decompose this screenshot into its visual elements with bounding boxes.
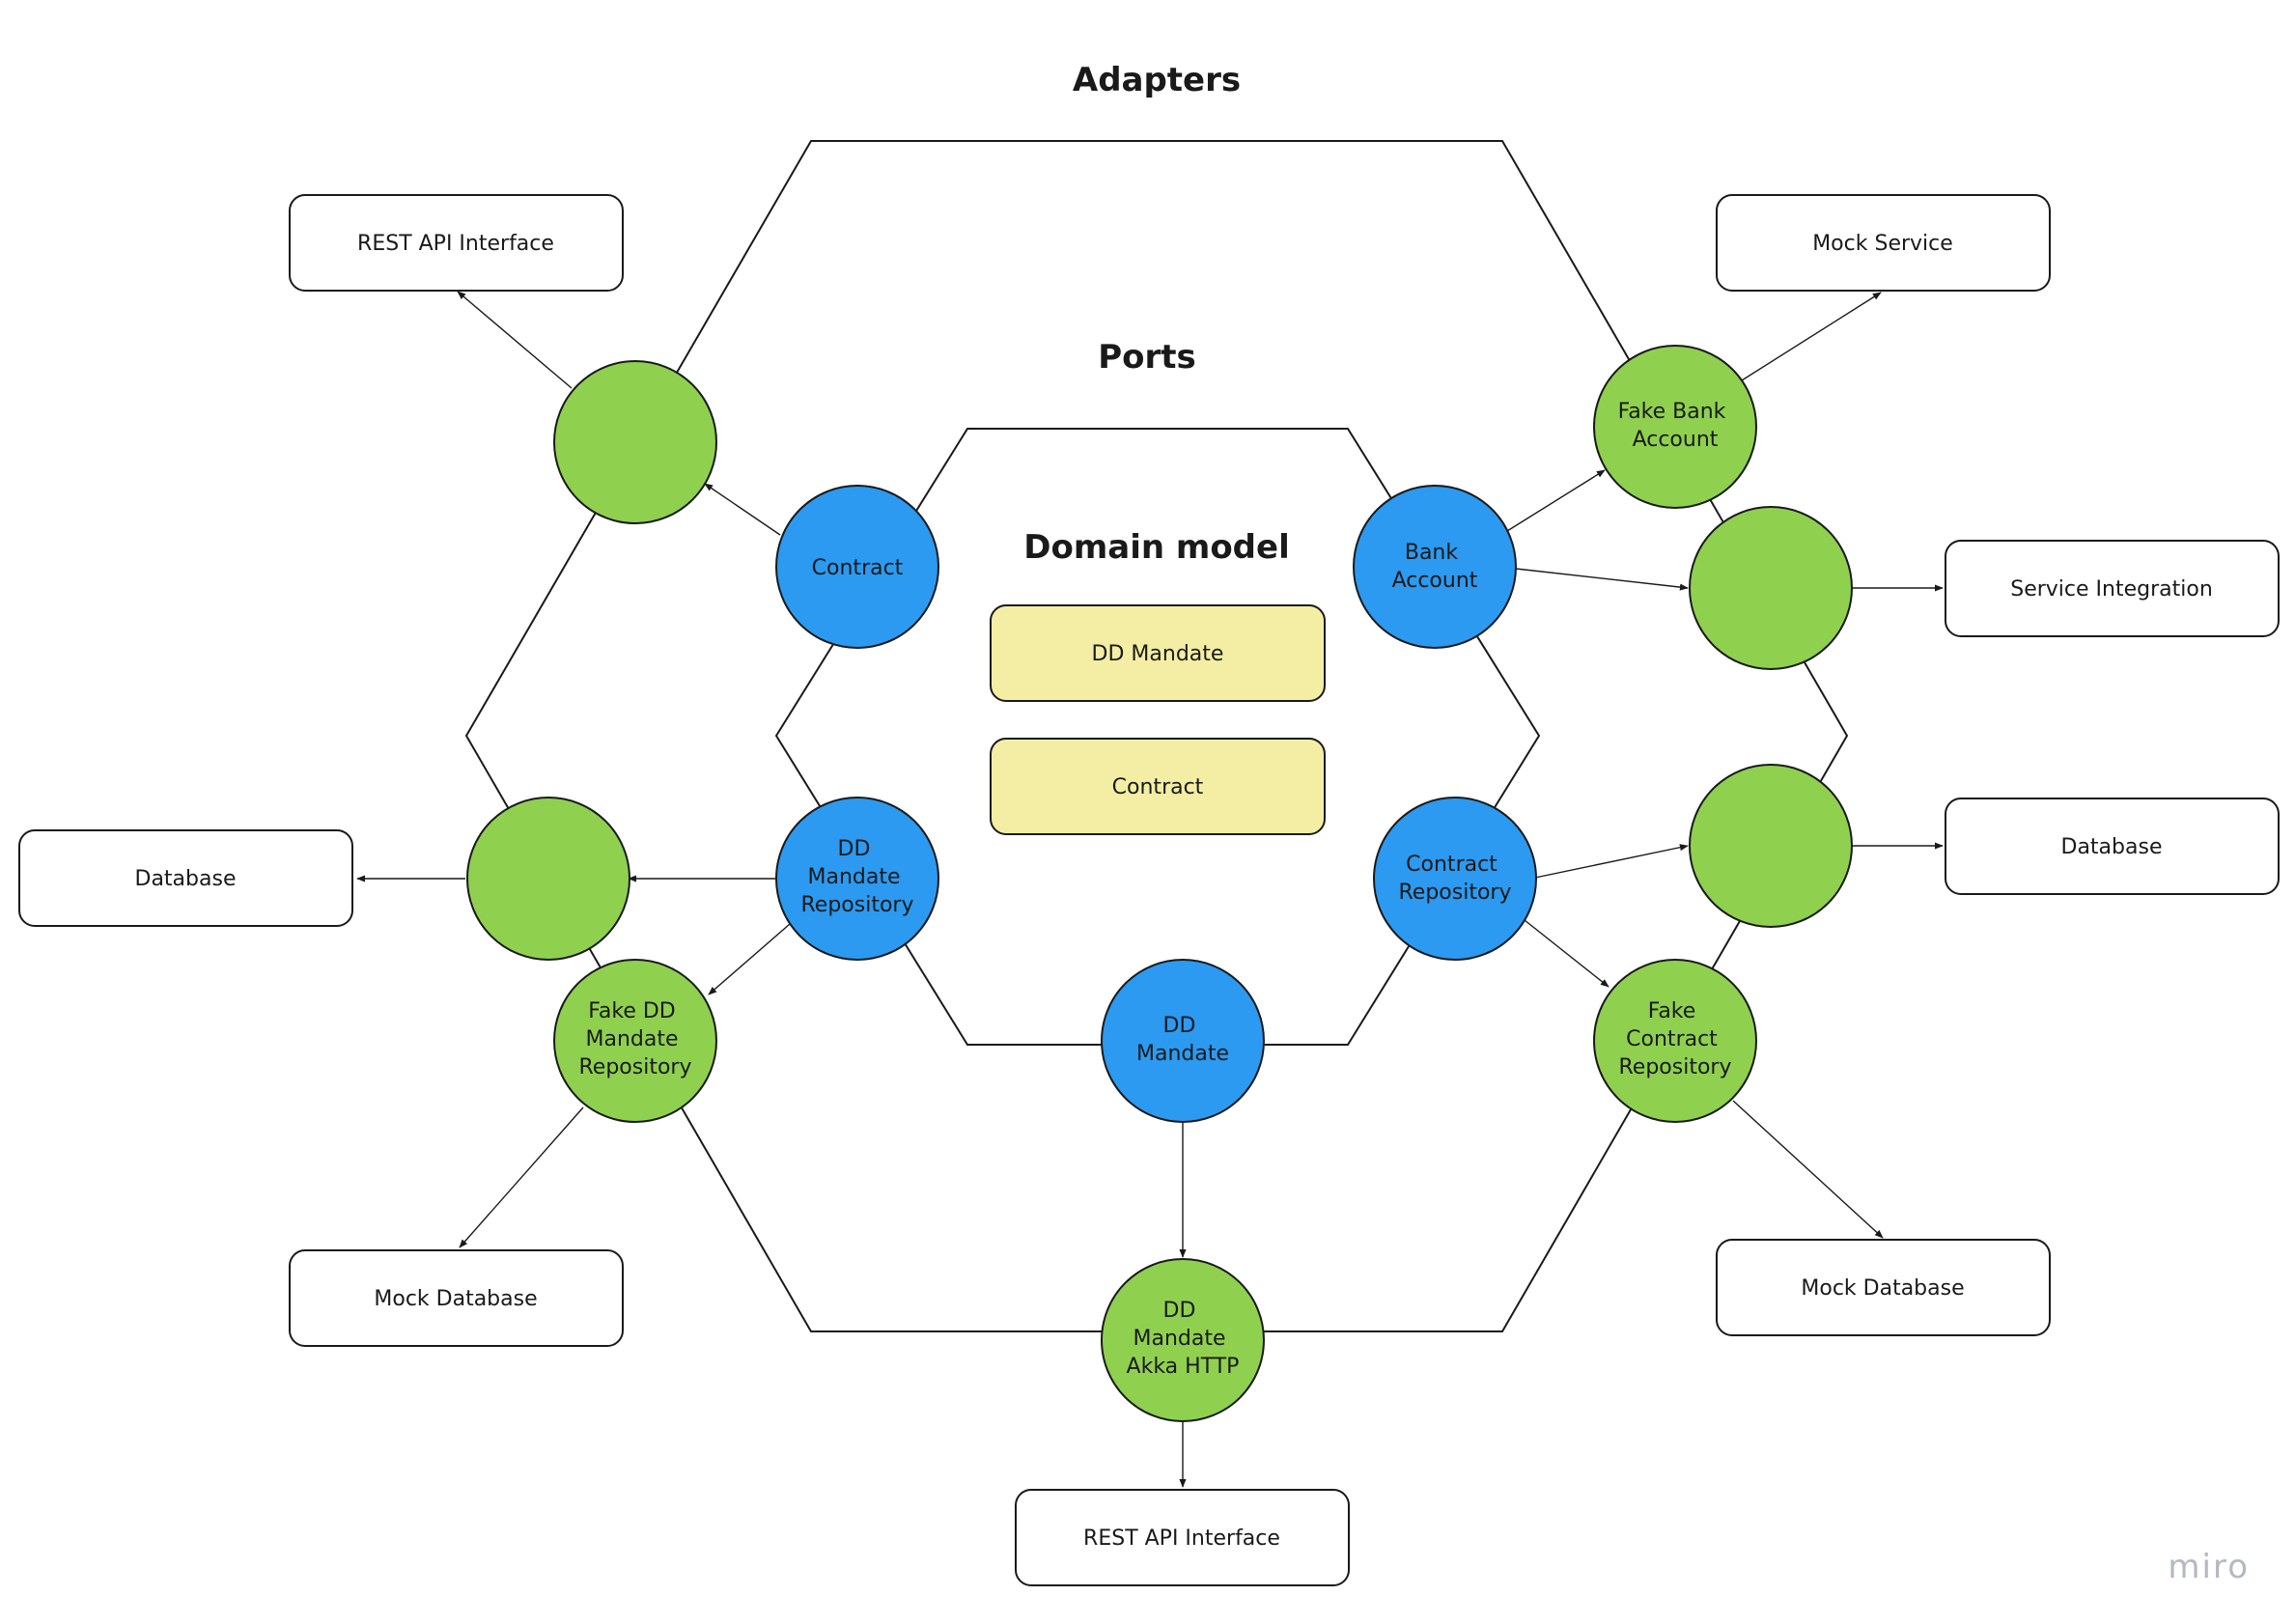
svg-text:DD Mandate Rep: DD Mandate Repository bbox=[801, 837, 914, 917]
svg-text:Bank Account: Bank Account bbox=[1392, 541, 1478, 593]
database-box-right[interactable]: Database bbox=[1945, 798, 2280, 895]
port-contract-line1: Contract bbox=[812, 556, 904, 580]
adapter-fake-bank-account-line1: Fake Bank bbox=[1618, 400, 1726, 424]
adapter-fake-bank-account[interactable]: Fake Bank Account bbox=[1593, 345, 1757, 509]
service-integration-box[interactable]: Service Integration bbox=[1945, 540, 2280, 637]
mock-database-right-label: Mock Database bbox=[1801, 1276, 1964, 1301]
mock-service-box[interactable]: Mock Service bbox=[1716, 194, 2051, 292]
adapter-fake-dd-mandate-repository[interactable]: Fake DD Mandate Repository bbox=[553, 959, 717, 1123]
ports-title: Ports bbox=[1098, 338, 1196, 377]
adapter-fake-contract-repository-line1: Fake bbox=[1648, 999, 1696, 1023]
adapters-hexagon bbox=[464, 140, 1849, 1332]
rest-api-interface-box-bottom[interactable]: REST API Interface bbox=[1015, 1489, 1350, 1586]
adapter-fake-contract-repository-line3: Repository bbox=[1619, 1055, 1732, 1079]
port-contract[interactable]: Contract bbox=[775, 485, 939, 649]
service-integration-label: Service Integration bbox=[2010, 577, 2213, 602]
adapter-fake-contract-repository[interactable]: Fake Contract Repository bbox=[1593, 959, 1757, 1123]
ports-hexagon bbox=[774, 428, 1541, 1046]
adapter-dd-mandate-akka-http-line2: Mandate bbox=[1133, 1327, 1225, 1351]
port-dd-mandate-repository-line1: DD bbox=[838, 837, 871, 861]
svg-text:Fake Bank Account: Fake Bank Account bbox=[1618, 400, 1733, 452]
port-dd-mandate-repository[interactable]: DD Mandate Repository bbox=[775, 797, 939, 961]
mock-database-box-right[interactable]: Mock Database bbox=[1716, 1239, 2051, 1336]
domain-box-contract[interactable]: Contract bbox=[990, 738, 1326, 835]
port-circles: Contract Bank Account DD Mandate Reposit… bbox=[775, 485, 1537, 1123]
port-dd-mandate-repository-line3: Repository bbox=[801, 893, 914, 917]
svg-text:DD Mandate Akk: DD Mandate Akka HTTP bbox=[1127, 1299, 1240, 1379]
database-right-label: Database bbox=[2061, 835, 2163, 859]
miro-watermark: miro bbox=[2168, 1548, 2250, 1586]
port-contract-repository-line1: Contract bbox=[1406, 853, 1497, 877]
port-bank-account-line1: Bank bbox=[1405, 541, 1459, 565]
adapter-node-right-bottom[interactable] bbox=[1689, 764, 1853, 928]
adapter-dd-mandate-akka-http[interactable]: DD Mandate Akka HTTP bbox=[1101, 1258, 1265, 1422]
port-dd-mandate-repository-line2: Mandate bbox=[807, 865, 900, 889]
adapter-circles: Fake Bank Account Fake DD Mandate Reposi… bbox=[466, 345, 1853, 1422]
adapter-dd-mandate-akka-http-line1: DD bbox=[1163, 1299, 1196, 1323]
rest-api-interface-left-label: REST API Interface bbox=[357, 232, 554, 256]
svg-text:DD Mandate: DD Mandate bbox=[1136, 1014, 1229, 1066]
adapter-dd-mandate-akka-http-line3: Akka HTTP bbox=[1127, 1355, 1240, 1379]
svg-text:Fake DD Mandate: Fake DD Mandate Repository bbox=[579, 999, 692, 1079]
adapter-fake-dd-mandate-repository-line3: Repository bbox=[579, 1055, 692, 1079]
connectors bbox=[356, 291, 1944, 1488]
database-box-left[interactable]: Database bbox=[18, 829, 353, 927]
domain-model-title: Domain model bbox=[1023, 528, 1290, 567]
mock-database-box-left[interactable]: Mock Database bbox=[289, 1249, 624, 1347]
adapter-node-top-left[interactable] bbox=[553, 360, 717, 524]
domain-box-contract-label: Contract bbox=[1112, 775, 1204, 799]
rest-api-interface-box-left[interactable]: REST API Interface bbox=[289, 194, 624, 292]
port-contract-repository[interactable]: Contract Repository bbox=[1373, 797, 1537, 961]
port-dd-mandate-line2: Mandate bbox=[1136, 1042, 1229, 1066]
adapter-node-right-top[interactable] bbox=[1689, 506, 1853, 670]
port-dd-mandate-line1: DD bbox=[1163, 1014, 1196, 1038]
port-contract-repository-line2: Repository bbox=[1399, 881, 1512, 905]
port-bank-account-line2: Account bbox=[1392, 569, 1478, 593]
domain-box-dd-mandate[interactable]: DD Mandate bbox=[990, 604, 1326, 702]
adapter-fake-bank-account-line2: Account bbox=[1633, 428, 1719, 452]
domain-box-dd-mandate-label: DD Mandate bbox=[1092, 642, 1224, 666]
svg-text:Fake Contract: Fake Contract Repository bbox=[1619, 999, 1732, 1079]
adapters-title: Adapters bbox=[1073, 61, 1241, 99]
database-left-label: Database bbox=[135, 867, 237, 891]
svg-text:Contract Repository: Contract Repository bbox=[1399, 853, 1512, 905]
mock-database-left-label: Mock Database bbox=[374, 1287, 537, 1311]
port-bank-account[interactable]: Bank Account bbox=[1353, 485, 1517, 649]
adapter-node-left[interactable] bbox=[466, 797, 630, 961]
rest-api-interface-bottom-label: REST API Interface bbox=[1083, 1526, 1280, 1551]
adapter-fake-dd-mandate-repository-line1: Fake DD bbox=[588, 999, 675, 1023]
mock-service-label: Mock Service bbox=[1812, 232, 1953, 256]
svg-text:Contract: Contract bbox=[812, 556, 904, 580]
adapter-fake-dd-mandate-repository-line2: Mandate bbox=[585, 1027, 678, 1051]
adapter-fake-contract-repository-line2: Contract bbox=[1626, 1027, 1718, 1051]
port-dd-mandate[interactable]: DD Mandate bbox=[1101, 959, 1265, 1123]
